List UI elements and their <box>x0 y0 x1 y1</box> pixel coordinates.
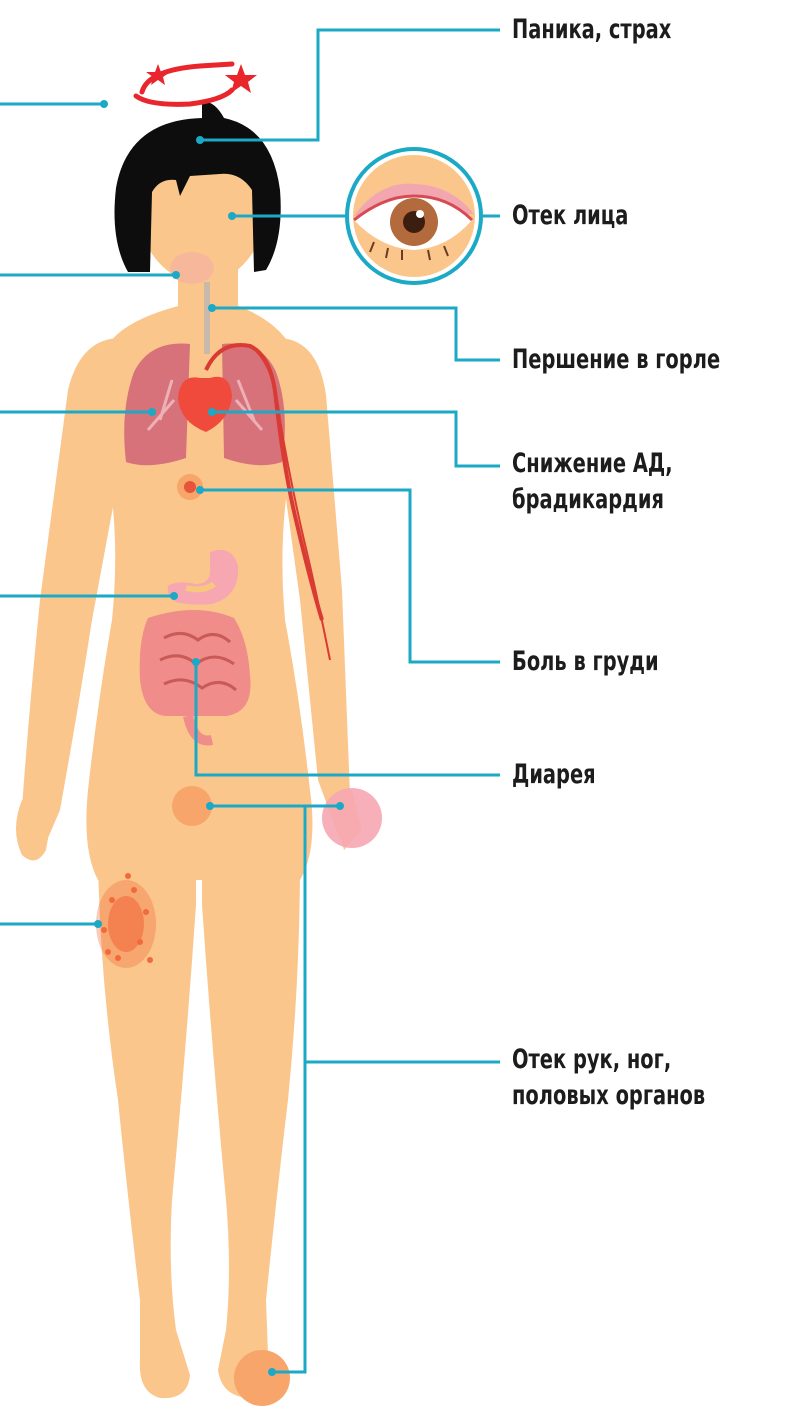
label-chest-pain: Боль в груди <box>512 644 659 680</box>
label-diarrhea: Диарея <box>512 757 596 793</box>
label-limb-edema: Отек рук, ног, половых органов <box>512 1042 705 1114</box>
label-blood-pressure: Снижение АД, брадикардия <box>512 446 673 518</box>
hand-edema-mark <box>322 788 382 848</box>
eye-icon <box>347 149 481 283</box>
dizzy-stars-icon <box>136 64 257 104</box>
body-silhouette <box>20 127 350 1398</box>
label-face-edema: Отек лица <box>512 198 628 234</box>
trachea <box>204 282 210 354</box>
throat-mark <box>170 252 214 284</box>
label-throat: Першение в горле <box>512 342 720 378</box>
label-panic: Паника, страх <box>512 12 671 48</box>
foot-edema-mark <box>234 1350 290 1406</box>
